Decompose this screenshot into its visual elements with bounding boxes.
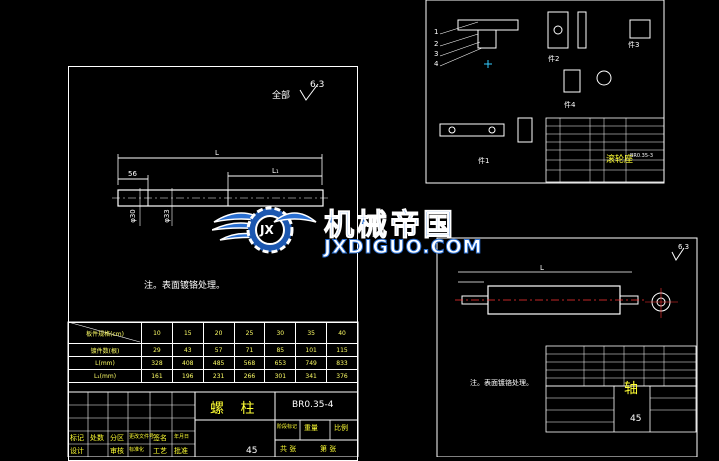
drawing-no-top-right: BR0.35-3 <box>630 153 654 159</box>
drawing-no-left: BR0.35-4 <box>292 400 334 410</box>
drawing-sheet-top-right <box>425 0 665 184</box>
table-row: 镀件数(根) 29 43 57 71 85 101 115 <box>68 343 358 357</box>
title-cell: 分区 <box>110 434 124 442</box>
title-cell: 处数 <box>90 434 104 442</box>
callout-label: 3 <box>434 50 439 58</box>
view-label: 件1 <box>478 157 490 165</box>
dim-L-label-right: L <box>540 264 544 272</box>
dim-56-label: 56 <box>128 170 137 178</box>
watermark-logo: JX 机械帝国 JXDIGUO.COM <box>212 196 512 266</box>
note-left: 注。表面镀铬处理。 <box>144 281 226 291</box>
view-label: 件2 <box>548 55 560 63</box>
title-cell: 批准 <box>174 447 188 455</box>
title-name-right: 轴 <box>624 381 644 397</box>
view-label: 件3 <box>628 41 640 49</box>
spec-table-left: 板件规格(cm) 10 15 20 25 30 35 40 镀件数(根) 29 … <box>68 322 358 383</box>
dim-d30-label: φ30 <box>128 209 137 223</box>
drawing-sheet-bottom-right <box>436 237 698 457</box>
title-name-left: 螺 柱 <box>210 401 261 417</box>
title-cell: 设计 <box>70 447 84 455</box>
title-name-top-right: 滚轮座 <box>606 155 634 165</box>
table-header-first: 板件规格(cm) <box>68 322 142 344</box>
view-label: 件4 <box>564 101 576 109</box>
title-cell: 标准化 <box>129 447 145 453</box>
title-cell: 审核 <box>110 447 124 455</box>
roughness-symbol-left <box>299 83 319 101</box>
table-row: L(mm) 328 408 485 568 653 749 833 <box>68 356 358 370</box>
title-cell: 阶段标记 <box>277 424 298 430</box>
roughness-value: 6.3 <box>310 80 325 90</box>
dim-L1-label: L₁ <box>272 167 279 175</box>
logo-text-cn: 机械帝国 <box>324 208 456 244</box>
title-cell: 年月日 <box>174 434 190 440</box>
title-cell: 工艺 <box>153 447 167 455</box>
title-cell: 标记 <box>70 434 84 442</box>
title-cell: 共 张 <box>280 445 297 453</box>
title-block-right <box>545 385 697 433</box>
dim-L-label: L <box>215 149 219 157</box>
scale-right: 45 <box>630 414 642 424</box>
title-cell: 签名 <box>153 434 167 442</box>
roughness-label: 全部 <box>272 91 291 101</box>
title-cell: 更改文件号 <box>129 434 155 440</box>
logo-badge: JX <box>260 223 274 237</box>
scale-left: 45 <box>246 446 258 456</box>
title-cell: 重量 <box>304 424 318 432</box>
title-cell: 第 张 <box>320 445 337 453</box>
logo-text-en: JXDIGUO.COM <box>324 236 483 259</box>
title-cell: 比例 <box>334 424 348 432</box>
callout-label: 4 <box>434 60 439 68</box>
callout-label: 1 <box>434 28 439 36</box>
note-right: 注。表面镀铬处理。 <box>470 379 533 387</box>
spec-table-right <box>545 345 697 387</box>
title-block-left <box>67 391 359 457</box>
dim-d33-label: φ33 <box>162 209 171 223</box>
gear-wings-icon <box>212 206 317 254</box>
roughness-symbol-right <box>671 247 685 261</box>
callout-label: 2 <box>434 40 439 48</box>
table-row: L₁(mm) 161 196 231 266 301 341 376 <box>68 369 358 383</box>
roughness-value-right: 6.3 <box>678 243 690 251</box>
